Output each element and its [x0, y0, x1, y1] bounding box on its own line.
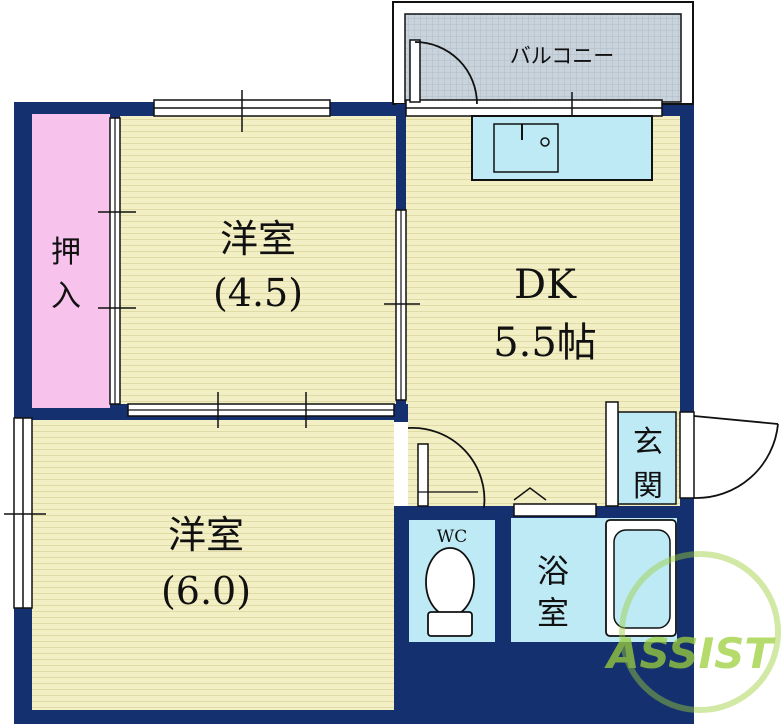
balcony-label: バルコニー [510, 44, 615, 68]
sliding-door-room-a-dk [384, 209, 420, 401]
partition-wc-bath [495, 506, 511, 646]
assist-logo: ASSIST [604, 551, 781, 713]
bathroom-door [513, 487, 597, 517]
balcony-door [409, 39, 478, 105]
entrance-floor [617, 411, 677, 505]
entrance-door [679, 411, 779, 499]
bathroom-label-top: 浴 [537, 552, 569, 590]
kitchen-sink [493, 123, 559, 173]
dk-name: DK [514, 262, 577, 308]
entrance-label-top: 玄 [633, 425, 663, 460]
toilet-label: WC [437, 527, 467, 547]
western-room-b-name: 洋室 [168, 513, 244, 557]
sliding-door-room-a-room-b [127, 392, 395, 428]
window-room-b-left [4, 417, 46, 609]
closet-label-top: 押 [51, 235, 81, 270]
western-room-b-size: (6.0) [161, 569, 251, 613]
toilet-door [394, 422, 486, 509]
western-room-b-floor [32, 420, 394, 710]
closet-floor [32, 114, 110, 408]
dk-size: 5.5帖 [493, 320, 597, 366]
entrance-wall [605, 401, 619, 507]
western-room-a-floor [120, 116, 398, 408]
closet-label-bottom: 入 [51, 279, 81, 314]
bathtub [605, 519, 677, 637]
western-room-a-size: (4.5) [213, 271, 303, 315]
logo-text: ASSIST [604, 629, 776, 678]
window-dk-top [405, 92, 663, 124]
sliding-door-closet [98, 117, 136, 405]
window-room-a-top [153, 90, 331, 132]
toilet-fixture [425, 547, 475, 637]
balcony-floor [404, 13, 682, 103]
entrance-label-bottom: 関 [633, 469, 663, 504]
western-room-a-name: 洋室 [220, 217, 296, 261]
logo-circle [619, 551, 781, 713]
sink-drain [540, 137, 550, 147]
bathroom-label-bottom: 室 [537, 594, 569, 632]
